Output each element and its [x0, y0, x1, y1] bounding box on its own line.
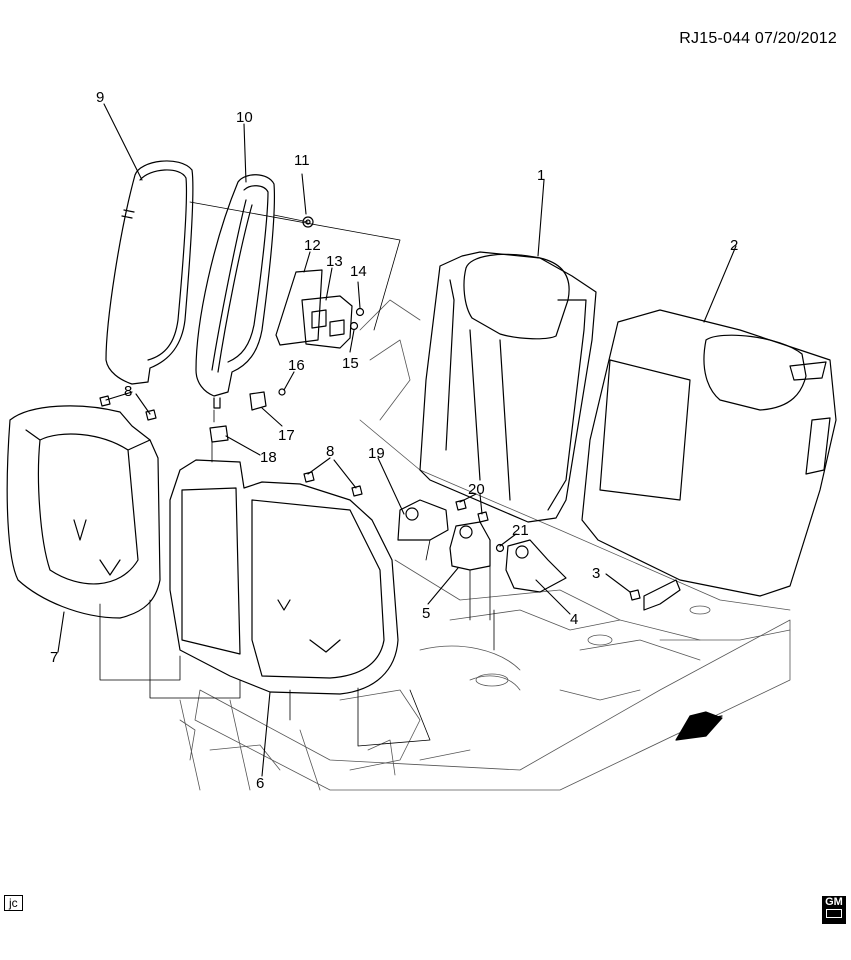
seatback-right	[581, 309, 837, 597]
callout-18: 18	[260, 449, 277, 466]
seatback-trim-cover	[195, 174, 275, 409]
callout-1: 1	[537, 167, 545, 184]
callout-21: 21	[512, 522, 529, 539]
gm-logo-text: GM	[825, 896, 843, 908]
alignment-lines	[99, 201, 495, 747]
hinge-bracket	[275, 269, 353, 349]
callout-11: 11	[294, 152, 310, 169]
callout-13: 13	[326, 253, 343, 270]
seatback-center	[419, 251, 597, 523]
callout-leaders	[57, 103, 737, 777]
callout-14: 14	[350, 263, 367, 280]
fasteners	[99, 216, 641, 601]
floor-pan	[179, 299, 791, 791]
front-direction-marker	[675, 711, 723, 741]
callout-8-right: 8	[326, 443, 334, 460]
callout-12: 12	[304, 237, 321, 254]
callout-labels: 1 2 3 4 5 6 7 8 8 9 10 11 12 13 14 15 16…	[50, 89, 738, 792]
callout-20: 20	[468, 481, 485, 498]
callout-5: 5	[422, 605, 430, 622]
callout-10: 10	[236, 109, 253, 126]
diagram-reference: RJ15-044 07/20/2012	[679, 30, 837, 47]
seat-cushion-right	[169, 459, 399, 695]
callout-3: 3	[592, 565, 600, 582]
drafter-initials: jc	[4, 895, 23, 911]
hinge-assemblies	[397, 499, 681, 611]
callout-8-left: 8	[124, 383, 132, 400]
callout-4: 4	[570, 611, 578, 628]
callout-19: 19	[368, 445, 385, 462]
seat-cushion-left	[6, 405, 161, 619]
callout-16: 16	[288, 357, 305, 374]
seatback-panel-left	[105, 160, 194, 385]
callout-6: 6	[256, 775, 264, 792]
callout-17: 17	[278, 427, 295, 444]
callout-15: 15	[342, 355, 359, 372]
gm-logo-badge	[826, 909, 842, 918]
callout-9: 9	[96, 89, 104, 106]
callout-2: 2	[730, 237, 738, 254]
gm-logo: GM	[822, 896, 846, 924]
callout-7: 7	[50, 649, 58, 666]
